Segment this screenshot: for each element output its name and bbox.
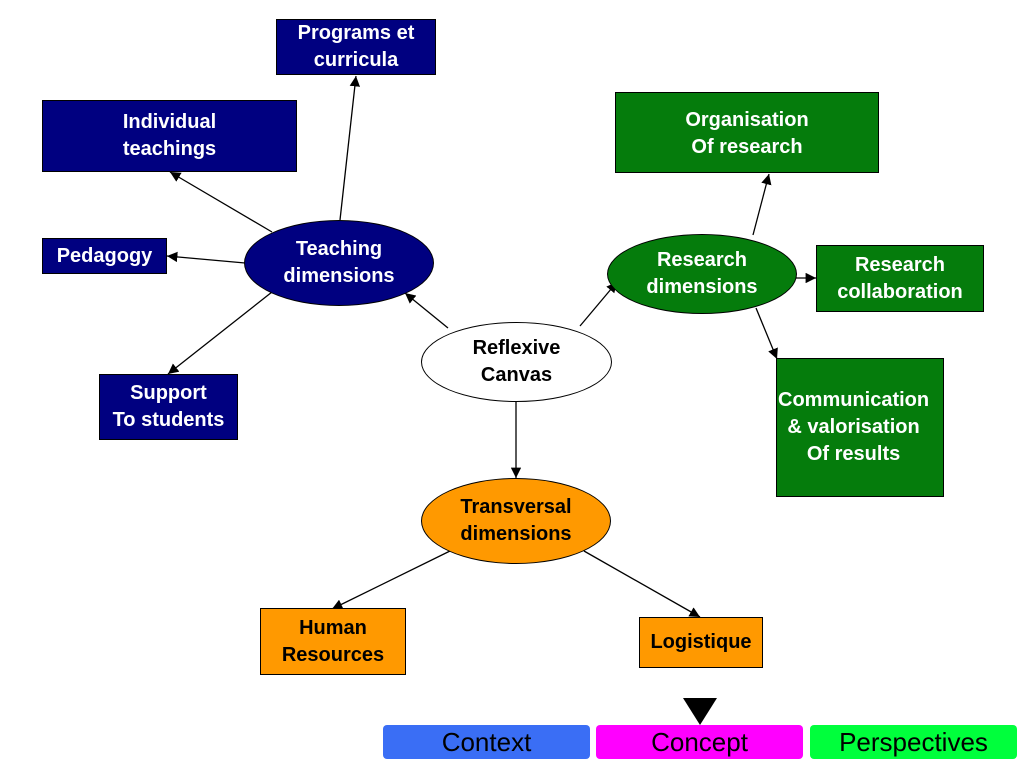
pedagogy-node: Pedagogy	[42, 238, 167, 274]
organisation-research-node: Organisation Of research	[615, 92, 879, 173]
communication-results-node: Communication & valorisation Of results	[776, 358, 944, 497]
human-resources-node: Human Resources	[260, 608, 406, 675]
logistique-node: Logistique	[639, 617, 763, 668]
reflexive-canvas-node: Reflexive Canvas	[421, 322, 612, 402]
teaching-dimensions-node: Teaching dimensions	[244, 220, 434, 306]
tab-concept[interactable]: Concept	[596, 725, 803, 759]
arrow-teaching-to-support	[167, 291, 273, 375]
arrow-teaching-to-individual	[169, 171, 273, 233]
programs-node: Programs et curricula	[276, 19, 436, 75]
arrow-research-to-communication	[755, 307, 778, 360]
arrow-transversal-to-logistique	[583, 550, 701, 618]
arrow-center-to-research	[579, 281, 618, 327]
support-students-node: Support To students	[99, 374, 238, 440]
arrow-teaching-to-programs	[339, 75, 361, 221]
research-collaboration-node: Research collaboration	[816, 245, 984, 312]
research-dimensions-node: Research dimensions	[607, 234, 797, 314]
arrow-teaching-to-pedagogy	[166, 251, 246, 264]
arrow-center-to-teaching	[404, 292, 449, 329]
tab-perspectives[interactable]: Perspectives	[810, 725, 1017, 759]
arrow-research-to-organisation	[752, 173, 772, 236]
individual-teachings-node: Individual teachings	[42, 100, 297, 172]
arrow-transversal-to-human	[331, 550, 451, 610]
tab-context[interactable]: Context	[383, 725, 590, 759]
active-tab-pointer-icon	[683, 698, 717, 725]
transversal-dimensions-node: Transversal dimensions	[421, 478, 611, 564]
